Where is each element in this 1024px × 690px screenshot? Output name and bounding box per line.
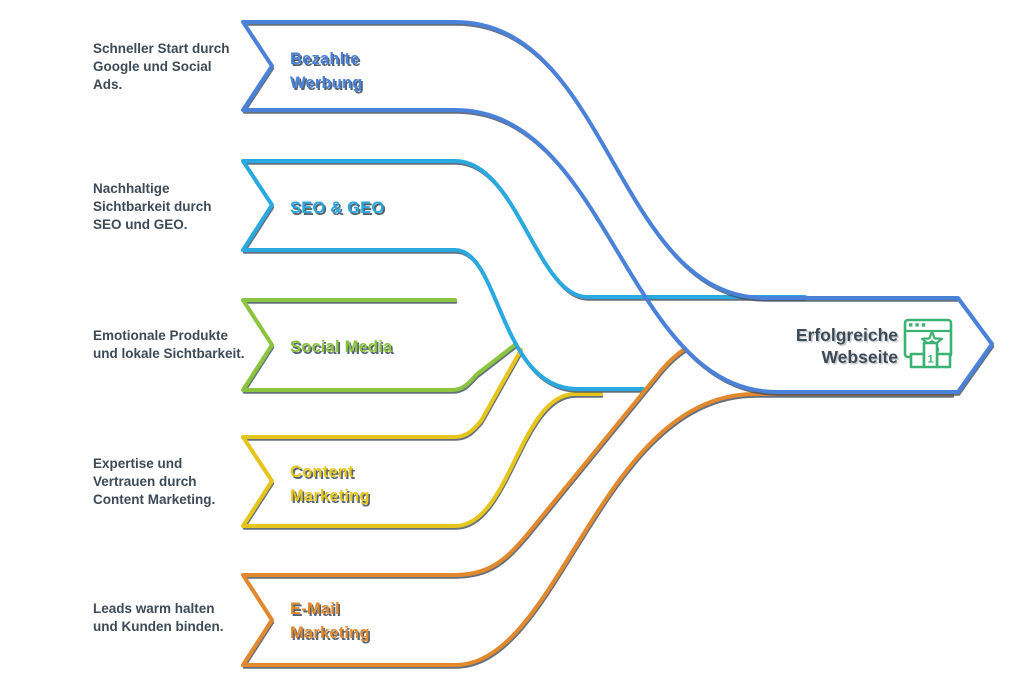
banner-title-content-marketing: Content Marketing [290, 460, 370, 508]
desc-content-marketing: Expertise und Vertrauen durch Content Ma… [93, 455, 215, 509]
podium-rank-label: 1 [927, 354, 933, 366]
result-title-line: Webseite [821, 347, 898, 367]
desc-line: Google und Social [93, 59, 212, 74]
desc-line: Sichtbarkeit durch [93, 199, 212, 214]
desc-line: Schneller Start durch [93, 41, 230, 56]
banner-title-line: Werbung [290, 74, 363, 92]
desc-line: Leads warm halten [93, 601, 215, 616]
desc-line: Expertise und [93, 456, 183, 471]
podium-center-block [922, 341, 939, 369]
desc-line: Emotionale Produkte [93, 328, 229, 343]
banner-title-line: Bezahlte [290, 50, 360, 68]
banner-title-social-media: Social Media [290, 335, 392, 359]
desc-line: Content Marketing. [93, 492, 216, 507]
desc-line: Nachhaltige [93, 181, 170, 196]
desc-line: SEO und GEO. [93, 217, 188, 232]
desc-line: Vertrauen durch [93, 474, 197, 489]
desc-seo-geo: Nachhaltige Sichtbarkeit durch SEO und G… [93, 180, 212, 234]
banner-title-line: Content [290, 463, 354, 481]
podium-right-block [935, 352, 952, 369]
desc-line: und Kunden binden. [93, 619, 224, 634]
browser-dot-1 [909, 323, 913, 327]
banner-title-seo-geo: SEO & GEO [290, 196, 384, 220]
desc-bezahlte-werbung: Schneller Start durch Google und Social … [93, 40, 230, 94]
banner-title-line: Marketing [290, 487, 370, 505]
banner-title-line: Social Media [290, 338, 393, 356]
banner-title-line: SEO & GEO [290, 199, 385, 217]
result-title-erfolgreiche-webseite: Erfolgreiche Webseite [740, 324, 898, 368]
browser-dot-2 [915, 323, 919, 327]
desc-line: und lokale Sichtbarkeit. [93, 346, 245, 361]
banner-title-e-mail-marketing: E-Mail Marketing [290, 597, 370, 645]
banner-title-bezahlte-werbung: Bezahlte Werbung [290, 47, 363, 95]
podium-left-block [909, 352, 926, 369]
browser-dot-3 [921, 323, 926, 327]
desc-e-mail-marketing: Leads warm halten und Kunden binden. [93, 600, 223, 636]
desc-line: Ads. [93, 77, 123, 92]
banner-title-line: E-Mail [290, 600, 340, 618]
result-title-line: Erfolgreiche [795, 325, 898, 345]
winner-website-icon: 1 [903, 318, 953, 369]
desc-social-media: Emotionale Produkte und lokale Sichtbark… [93, 327, 245, 363]
banner-title-line: Marketing [290, 624, 370, 642]
